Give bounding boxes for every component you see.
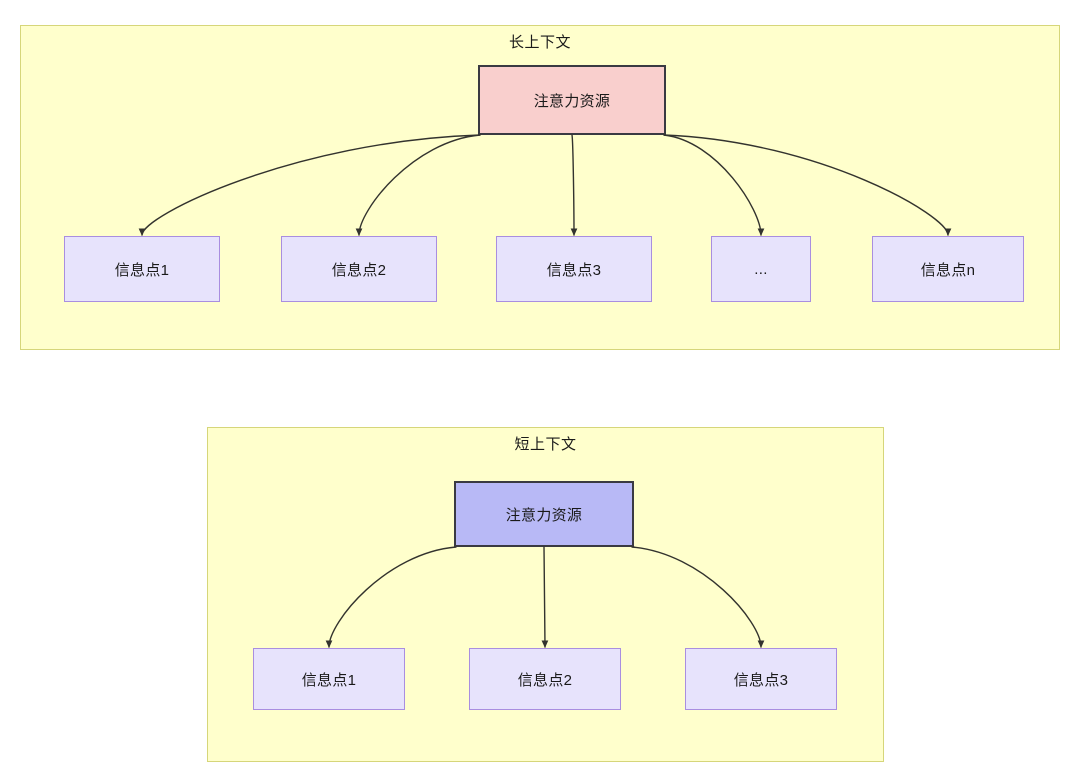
- node-info-point-long-3[interactable]: 信息点3: [496, 236, 652, 302]
- node-info-point-long-n[interactable]: 信息点n: [872, 236, 1024, 302]
- node-info-point-short-1[interactable]: 信息点1: [253, 648, 405, 710]
- node-info-point-long-2[interactable]: 信息点2: [281, 236, 437, 302]
- node-info-point-short-2[interactable]: 信息点2: [469, 648, 621, 710]
- node-info-point-short-3[interactable]: 信息点3: [685, 648, 837, 710]
- node-info-point-long-ellipsis[interactable]: ...: [711, 236, 811, 302]
- node-attention-resource-short[interactable]: 注意力资源: [454, 481, 634, 547]
- group-short-context[interactable]: 短上下文: [207, 427, 884, 762]
- node-attention-resource-long[interactable]: 注意力资源: [478, 65, 666, 135]
- node-info-point-long-1[interactable]: 信息点1: [64, 236, 220, 302]
- group-short-context-title: 短上下文: [514, 436, 577, 453]
- group-long-context-title: 长上下文: [508, 34, 571, 51]
